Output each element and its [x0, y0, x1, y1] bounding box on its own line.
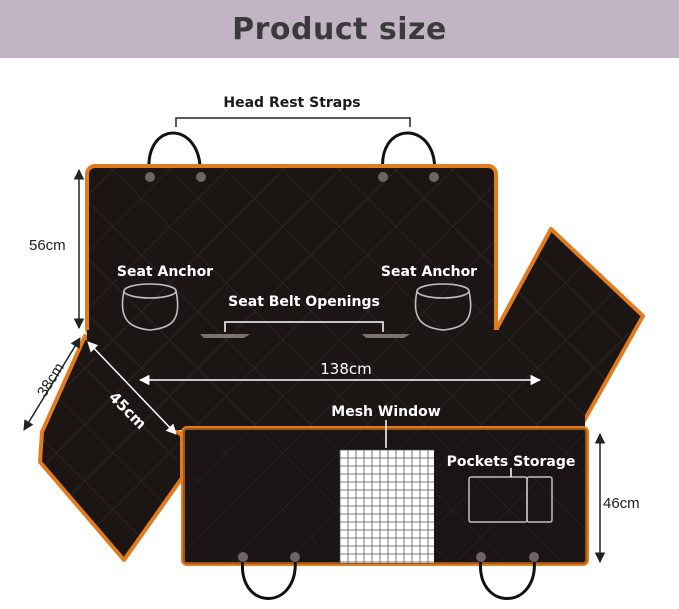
bottom-strap-loops [241, 557, 536, 600]
dim-front-panel-height: 46cm [603, 495, 640, 512]
strap-tab-icon [378, 172, 388, 182]
label-mesh-window: Mesh Window [331, 404, 440, 420]
dim-line-side-flap-width [23, 337, 81, 431]
label-seat-anchor-right: Seat Anchor [381, 264, 477, 280]
label-pockets-storage: Pockets Storage [447, 454, 576, 470]
strap-tab-icon [290, 552, 300, 562]
seat-belt-opening-right [362, 334, 410, 338]
dim-total-width: 138cm [320, 360, 372, 378]
strap-tab-icon [238, 552, 248, 562]
strap-tab-icon [529, 552, 539, 562]
headrest-strap-loops [147, 131, 437, 179]
strap-tab-icon [429, 172, 439, 182]
label-seat-anchor-left: Seat Anchor [117, 264, 213, 280]
label-seat-belt-openings: Seat Belt Openings [228, 294, 380, 310]
header-banner: Product size [0, 0, 679, 58]
label-head-rest-straps: Head Rest Straps [223, 95, 360, 111]
dim-line-side-flap-length [87, 341, 177, 435]
seat-anchor-right-icon [414, 283, 472, 331]
seat-belt-opening-left [200, 334, 250, 338]
dim-backrest-height: 56cm [29, 237, 66, 254]
backrest-panel [85, 164, 498, 338]
pockets-storage-icon [468, 476, 553, 523]
page-title: Product size [232, 11, 447, 47]
strap-tab-icon [476, 552, 486, 562]
seat-anchor-left-icon [121, 283, 179, 331]
mesh-window [339, 449, 434, 563]
strap-tab-icon [196, 172, 206, 182]
strap-tab-icon [145, 172, 155, 182]
